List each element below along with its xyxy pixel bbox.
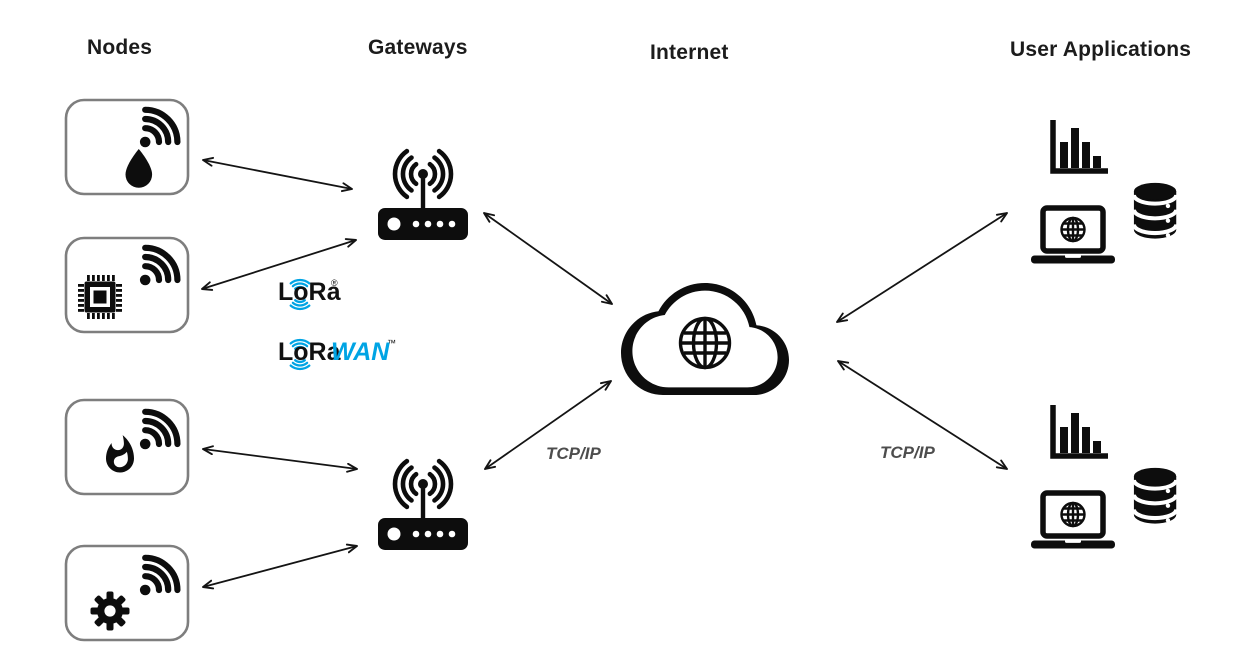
lora-logo-mark: ® [331, 278, 338, 288]
header-nodes: Nodes [87, 36, 153, 59]
gear-icon [90, 591, 130, 631]
lorawan-logo-text-blue: WAN [331, 338, 390, 366]
node-water-sensor [64, 98, 190, 196]
lorawan-logo-mark: ™ [387, 338, 396, 348]
user-application-group-bottom [1031, 405, 1176, 549]
user-application-group-top [1031, 120, 1176, 264]
bar-chart-icon [1053, 120, 1108, 171]
bar-chart-icon [1053, 405, 1108, 456]
lorawan-radio-arcs [289, 338, 311, 371]
arrow-node3-gateway2 [202, 445, 358, 473]
node-chip-sensor [64, 236, 190, 334]
lora-logo: LoRa ® [278, 278, 342, 311]
laptop-globe-icon [1031, 208, 1115, 264]
node-box [64, 236, 190, 334]
arrow-node4-gateway2 [202, 543, 358, 590]
database-icon [1134, 183, 1176, 239]
link-arrows [201, 156, 1008, 590]
header-gateways: Gateways [368, 36, 468, 59]
laptop-globe-icon [1031, 493, 1115, 549]
gateway-router-icon-bottom [378, 461, 468, 550]
gateway-router-icon-top [378, 151, 468, 240]
node-actuator [64, 544, 190, 642]
arrow-internet-app2 [837, 360, 1008, 470]
header-user-applications: User Applications [1010, 38, 1192, 61]
lorawan-logo: LoRa WAN ™ [278, 338, 396, 371]
arrow-node1-gateway1 [202, 156, 353, 193]
arrow-internet-gateway2 [484, 380, 612, 470]
database-icon [1134, 468, 1176, 524]
header-internet: Internet [650, 41, 729, 64]
arrow-node2-gateway1 [201, 238, 357, 291]
node-box [64, 544, 190, 642]
lorawan-logo-text-black: LoRa [278, 338, 342, 366]
node-fire-sensor [64, 398, 190, 496]
arrow-gateway1-internet [483, 212, 613, 305]
arrow-internet-app1 [836, 212, 1008, 323]
internet-cloud-icon [619, 281, 791, 397]
